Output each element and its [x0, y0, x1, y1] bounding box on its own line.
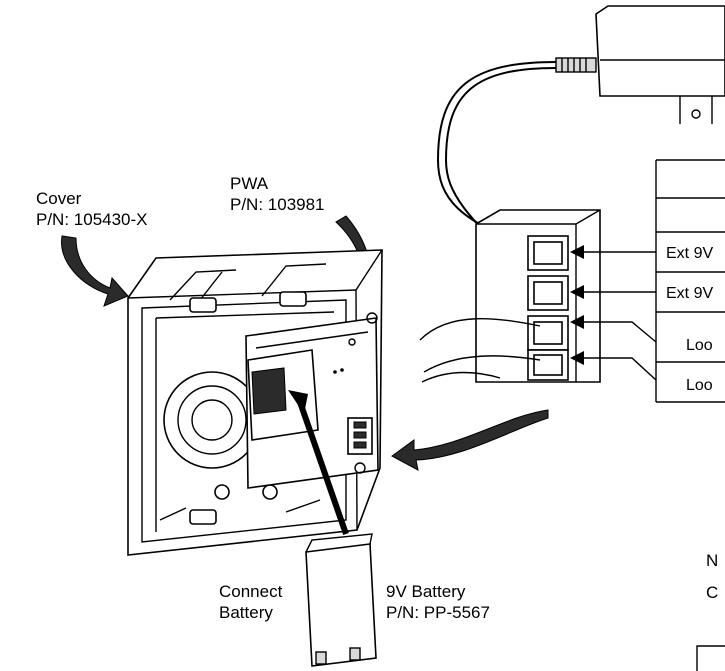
cover-part-number: P/N: 105430-X: [36, 210, 148, 229]
latch-tab: [189, 509, 217, 525]
pwa-board: [245, 312, 379, 489]
battery-terminal: [251, 367, 287, 415]
note-text-line2: C: [706, 583, 718, 602]
connect-battery-label-line2: Battery: [219, 603, 273, 622]
latch-tab: [279, 291, 307, 307]
table-row-label: Ext 9V: [666, 245, 713, 262]
cover-callout-arrow: [61, 235, 129, 307]
table-row-label: Ext 9V: [666, 285, 713, 302]
pwa-part-number: P/N: 103981: [230, 195, 325, 214]
pwa-label: PWA: [230, 174, 269, 193]
terminal-pointers: [570, 245, 657, 381]
battery-part-number: P/N: PP-5567: [386, 603, 490, 622]
battery-label: 9V Battery: [386, 582, 466, 601]
insert-battery-arrow: [288, 390, 349, 535]
loop-wire: [419, 318, 541, 341]
connector-callout-arrow: [391, 409, 549, 471]
note-text-line1: N: [706, 551, 718, 570]
latch-tab: [189, 297, 217, 313]
terminal-block: [419, 209, 601, 383]
connect-battery-label-line1: Connect: [219, 582, 283, 601]
cover-label: Cover: [36, 189, 82, 208]
table-row-label: Loo: [686, 377, 713, 394]
nine-volt-battery: [305, 533, 377, 667]
power-adapter: [436, 5, 725, 283]
loop-wire: [423, 355, 541, 373]
wiring-table: Ext 9V Ext 9V Loo Loo: [655, 159, 725, 403]
note-box: [696, 645, 725, 671]
table-row-label: Loo: [686, 337, 713, 354]
